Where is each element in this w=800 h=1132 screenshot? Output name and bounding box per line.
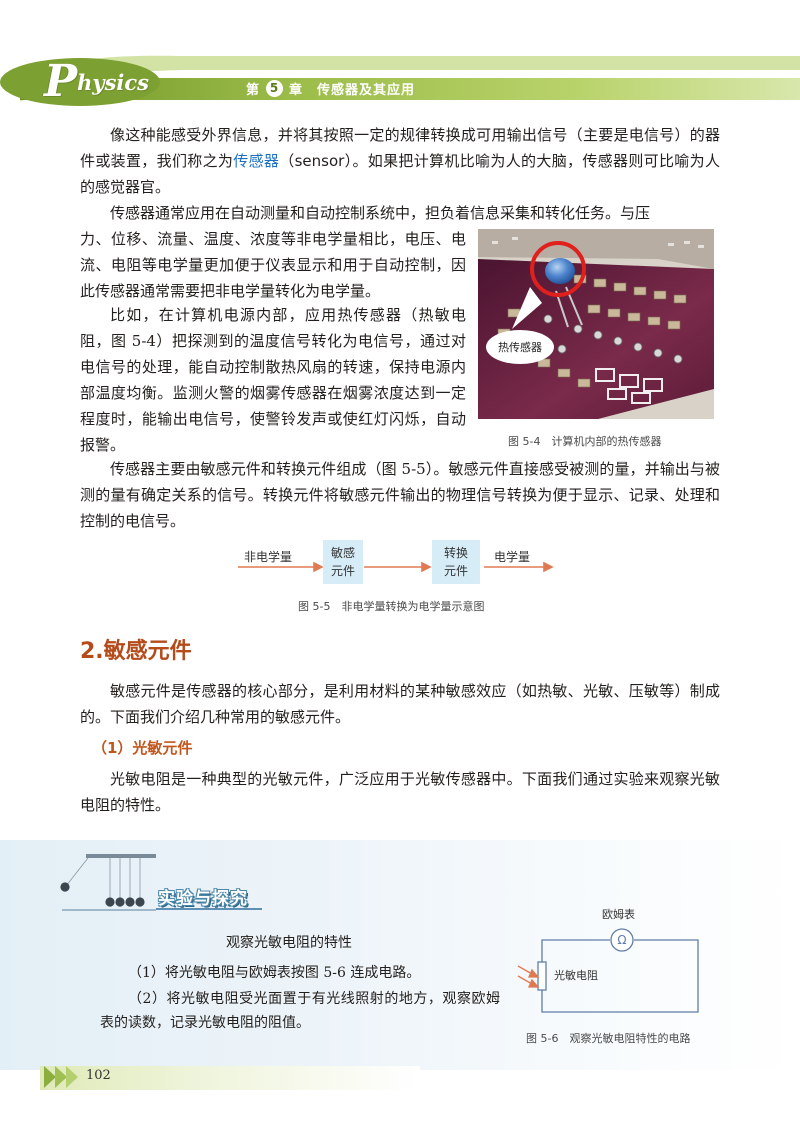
newtons-cradle-icon [60,854,156,911]
para1-text-c: ）。如果把计算机比喻为人的大脑，传感器则可比喻为人的感觉器官。 [80,152,720,196]
sensing-element-box: 敏感 元件 [323,540,363,584]
para3-body: 比如，在计算机电源内部，应用热传感器（热敏电阻，图 5-4）把探测到的温度信号转… [80,306,466,454]
footer-band [40,1066,420,1090]
physics-logo: Physics [44,60,149,104]
conversion-element-line1: 转换 [443,546,468,560]
photoresistor-label: 光敏电阻 [554,969,598,982]
experiment-panel [0,840,800,1070]
page-number: 102 [86,1068,111,1083]
ohmmeter-symbol: Ω [617,933,627,947]
sensing-element-line2: 元件 [330,564,355,578]
chapter-suffix: 章 [289,82,304,98]
circuit-board-photo: 热传感器 [478,229,714,419]
section-heading: 2.敏感元件 [80,639,192,664]
output-quantity-label: 电学量 [494,550,531,564]
sensor-term: 传感器 [233,152,280,170]
intro-paragraph: 像这种能感受外界信息，并将其按照一定的规律转换成可用输出信号（主要是电信号）的器… [80,122,720,200]
para4-body: 传感器主要由敏感元件和转换元件组成（图 5-5）。敏感元件直接感受被测的量，并输… [80,460,720,530]
logo-initial: P [44,56,78,107]
conversion-element-box: 转换 元件 [432,540,480,584]
para2-body: 力、位移、流量、温度、浓度等非电学量相比，电压、电流、电阻等电学量更加便于仪表显… [80,230,466,300]
chapter-name: 传感器及其应用 [317,82,416,98]
para2-line1: 传感器通常应用在自动测量和自动控制系统中，担负着信息采集和转化任务。与压 [110,204,651,222]
figure-5-4-caption: 图 5-4 计算机内部的热传感器 [508,435,662,448]
subsection-heading: （1）光敏元件 [92,739,193,757]
figure-5-6-caption: 图 5-6 观察光敏电阻特性的电路 [526,1032,691,1045]
experiment-title-underline [156,908,262,910]
sensing-element-line1: 敏感 [330,546,355,560]
section2-intro: 敏感元件是传感器的核心部分，是利用材料的某种敏感效应（如热敏、光敏、压敏等）制成… [80,682,720,726]
subsection-body: 光敏电阻是一种典型的光敏元件，广泛应用于光敏传感器中。下面我们通过实验来观察光敏… [80,770,720,814]
ohmmeter-label: 欧姆表 [602,908,635,921]
circuit-wires [517,928,699,1013]
experiment-subtitle: 观察光敏电阻的特性 [226,935,352,951]
figure-5-5-caption: 图 5-5 非电学量转换为电学量示意图 [298,600,485,613]
para1-text-a: 像这种能感受外界信息，并将其按照一定的规律转换成可用输出信号（主要是电信号）的器… [80,126,720,170]
header-banner [0,55,800,106]
experiment-step-1: （1）将光敏电阻与欧姆表按图 5-6 连成电路。 [128,965,421,981]
chapter-number: 5 [266,79,284,97]
chapter-prefix: 第 [246,82,261,98]
page-arrows-icon [44,1066,78,1088]
thermal-sensor-bubble-label: 热传感器 [498,341,542,354]
input-quantity-label: 非电学量 [244,550,293,564]
para1-text-b: （ [279,152,295,170]
sensor-english: sensor [294,152,345,170]
logo-text: hysics [77,70,149,95]
conversion-diagram: 非电学量 敏感 元件 转换 元件 电学量 [238,538,558,588]
diagram-arrows [238,561,554,573]
photoresistor-circuit: Ω 欧姆表 光敏电阻 [512,908,712,1020]
conversion-element-line2: 元件 [443,564,468,578]
experiment-step-2: （2）将光敏电阻受光面置于有光线照射的地方，观察欧姆表的读数，记录光敏电阻的阻值… [100,991,500,1031]
chapter-title: 第 5 章 传感器及其应用 [246,78,415,98]
experiment-title: 实验与探究 [158,889,248,909]
